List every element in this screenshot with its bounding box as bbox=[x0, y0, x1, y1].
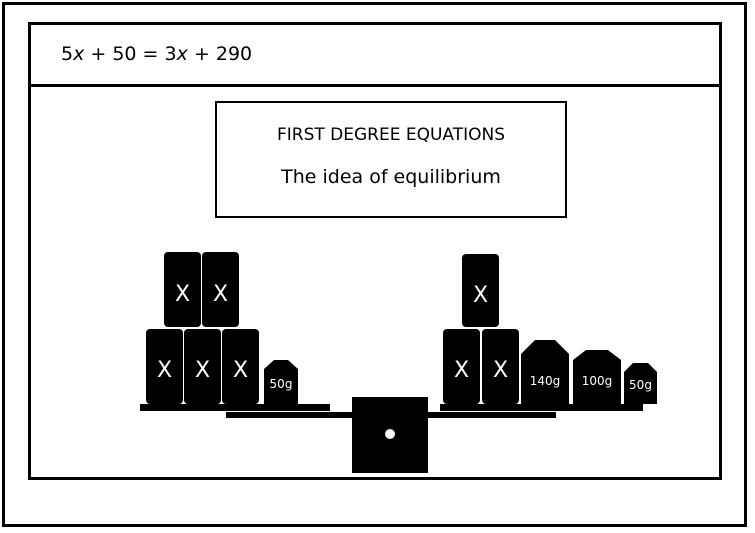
unknown-label: X bbox=[175, 282, 190, 307]
unknown-label: X bbox=[473, 283, 488, 308]
equation-coef-left: 5 bbox=[61, 43, 74, 65]
right-pan-plate bbox=[440, 404, 643, 411]
equation-middle: + 50 = 3 bbox=[84, 43, 177, 65]
unknown-label: X bbox=[195, 358, 210, 383]
unknown-label: X bbox=[213, 282, 228, 307]
left-pan-plate bbox=[140, 404, 330, 411]
unknown-block bbox=[146, 329, 183, 404]
weight-140g bbox=[521, 340, 569, 404]
unknown-label: X bbox=[493, 358, 508, 383]
equation-bar: 5x + 50 = 3x + 290 bbox=[31, 25, 719, 87]
unknown-label: X bbox=[454, 358, 469, 383]
unknown-label: X bbox=[233, 358, 248, 383]
unknown-block bbox=[202, 252, 239, 327]
weight-label: 140g bbox=[530, 374, 561, 388]
slide-panel: 5x + 50 = 3x + 290 FIRST DEGREE EQUATION… bbox=[28, 22, 722, 480]
unknown-block bbox=[482, 329, 519, 404]
weight-50g bbox=[264, 360, 298, 404]
unknown-block bbox=[164, 252, 201, 327]
unknown-block bbox=[462, 254, 499, 327]
unknown-block bbox=[222, 329, 259, 404]
fulcrum-pivot bbox=[385, 429, 395, 439]
unknown-block bbox=[184, 329, 221, 404]
outer-frame bbox=[2, 2, 747, 527]
weight-label: 50g bbox=[629, 378, 652, 392]
equation-variable-right: x bbox=[176, 43, 188, 65]
title-heading: FIRST DEGREE EQUATIONS bbox=[276, 125, 506, 145]
weight-100g bbox=[573, 350, 621, 404]
unknown-label: X bbox=[157, 358, 172, 383]
title-box: FIRST DEGREE EQUATIONS The idea of equil… bbox=[215, 101, 567, 218]
equation-text: 5x + 50 = 3x + 290 bbox=[61, 43, 252, 65]
title-subheading: The idea of equilibrium bbox=[281, 166, 501, 188]
weight-50g bbox=[624, 363, 657, 404]
unknown-block bbox=[443, 329, 480, 404]
equation-tail: + 290 bbox=[187, 43, 253, 65]
weight-label: 50g bbox=[270, 377, 293, 391]
weight-label: 100g bbox=[582, 374, 613, 388]
equation-variable-left: x bbox=[73, 43, 85, 65]
